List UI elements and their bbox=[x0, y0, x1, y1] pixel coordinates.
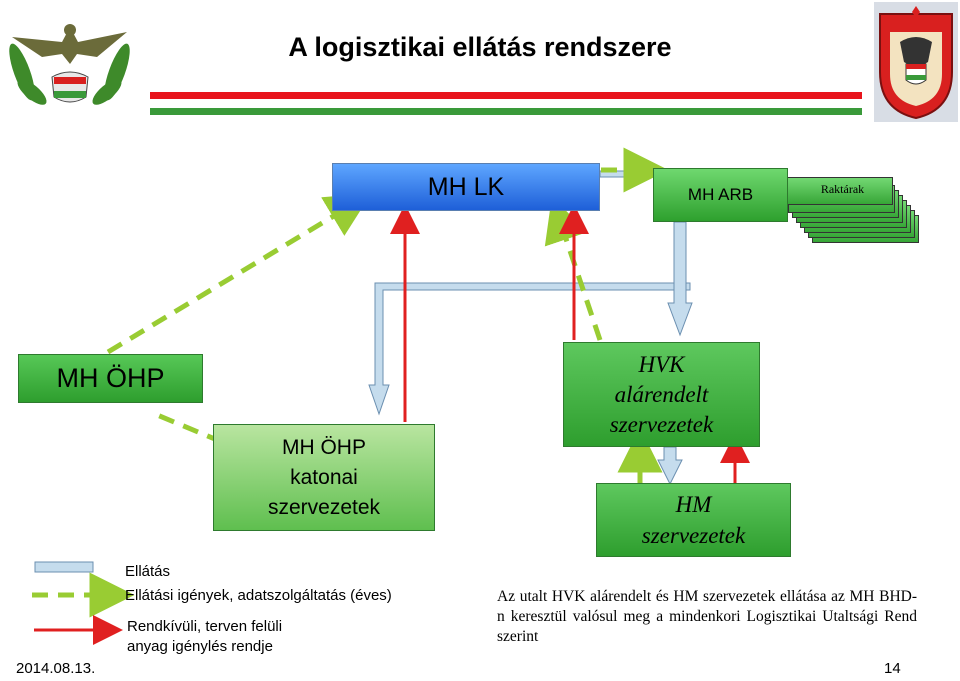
header-red-stripe bbox=[150, 92, 862, 99]
legend-supply-swatch bbox=[34, 561, 94, 573]
honved-crest-logo bbox=[874, 2, 958, 122]
ohp-katonai-line-3: szervezetek bbox=[267, 495, 381, 519]
request-arrow-ohp-to-lk bbox=[106, 193, 372, 355]
page-number: 14 bbox=[884, 660, 901, 677]
hvk-line-2: alárendelt bbox=[614, 381, 709, 407]
hm-box: HM szervezetek bbox=[596, 483, 791, 557]
raktarak-label: Raktárak bbox=[820, 181, 865, 196]
hvk-box: HVK alárendelt szervezetek bbox=[563, 342, 760, 447]
hm-line-2: szervezetek bbox=[641, 523, 746, 548]
mh-ohp-katonai-box: MH ÖHP katonai szervezetek bbox=[213, 424, 435, 531]
mh-arb-box: MH ARB bbox=[653, 168, 788, 222]
ohp-katonai-line-2: katonai bbox=[290, 465, 358, 489]
legend-supply-label: Ellátás bbox=[125, 563, 171, 580]
legend-extraordinary-line-1: Rendkívüli, terven felüli bbox=[127, 618, 283, 635]
legend-extraordinary-line-2: anyag igénylés rendje bbox=[127, 638, 273, 655]
hm-line-1: HM bbox=[675, 492, 712, 517]
page-title: A logisztikai ellátás rendszere bbox=[288, 32, 672, 62]
hvk-line-3: szervezetek bbox=[609, 411, 714, 437]
footer-date: 2014.08.13. bbox=[16, 660, 96, 677]
raktarak-stack-layer bbox=[786, 177, 893, 205]
legend-request-label: Ellátási igények, adatszolgáltatás (éves… bbox=[125, 587, 392, 604]
hvk-line-1: HVK bbox=[638, 351, 685, 377]
mh-ohp-box: MH ÖHP bbox=[18, 354, 203, 403]
mh-ohp-label: MH ÖHP bbox=[56, 363, 165, 393]
eagle-emblem-logo bbox=[9, 24, 130, 105]
request-arrow-hvk-to-lk bbox=[544, 196, 603, 341]
supply-arrow-arb-to-hvk bbox=[667, 221, 693, 337]
extraordinary-arrows bbox=[390, 204, 750, 483]
mh-lk-box: MH LK bbox=[332, 163, 600, 211]
note-text: Az utalt HVK alárendelt és HM szervezete… bbox=[497, 588, 917, 645]
supply-arrow-to-ohp-katonai bbox=[368, 282, 691, 416]
supply-arrow-hvk-to-hm bbox=[657, 446, 683, 486]
mh-lk-label: MH LK bbox=[427, 172, 505, 201]
header-green-stripe bbox=[150, 108, 862, 115]
ohp-katonai-line-1: MH ÖHP bbox=[281, 435, 366, 459]
mh-arb-label: MH ARB bbox=[687, 185, 754, 204]
